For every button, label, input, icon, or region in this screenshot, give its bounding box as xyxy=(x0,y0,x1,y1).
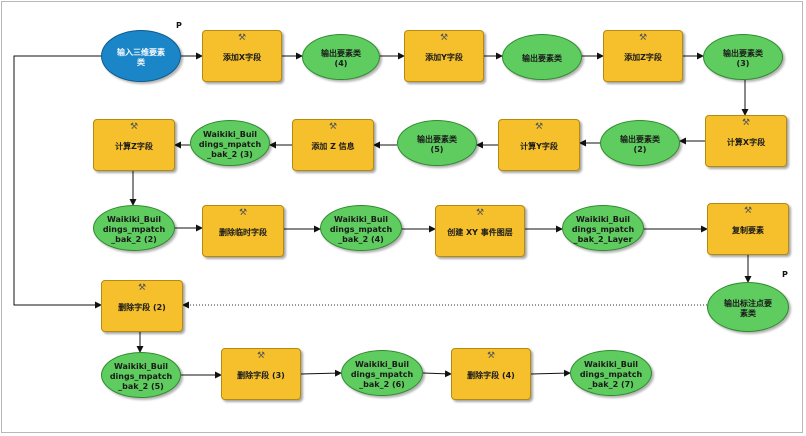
tool-copy-features[interactable]: ⚒ 复制要素 xyxy=(707,203,789,255)
param-marker-input: P xyxy=(176,21,182,30)
data-waikiki-bak2-7[interactable]: Waikiki_Buil dings_mpatch _bak_2 (7) xyxy=(570,350,652,396)
data-waikiki-bak2-4[interactable]: Waikiki_Buil dings_mpatch _bak_2 (4) xyxy=(320,205,402,251)
data-output-features-2[interactable]: 输出要素类 (2) xyxy=(600,120,680,166)
node-label: 删除字段 (3) xyxy=(237,371,285,380)
tool-delete-field-2[interactable]: ⚒ 删除字段 (2) xyxy=(101,280,183,332)
node-label: 计算Y字段 xyxy=(520,142,558,151)
tool-delete-field-4[interactable]: ⚒ 删除字段 (4) xyxy=(451,348,531,400)
data-waikiki-bak2-2[interactable]: Waikiki_Buil dings_mpatch _bak_2 (2) xyxy=(93,205,175,251)
connector-arrow xyxy=(422,370,452,378)
data-output-features-4[interactable]: 输出要素类 (4) xyxy=(302,34,380,80)
hammer-icon: ⚒ xyxy=(744,206,753,216)
tool-add-x-field[interactable]: ⚒ 添加X字段 xyxy=(202,30,282,82)
hammer-icon: ⚒ xyxy=(257,351,266,361)
tool-make-xy-event-layer[interactable]: ⚒ 创建 XY 事件图层 xyxy=(435,205,525,257)
data-waikiki-bak2-layer[interactable]: Waikiki_Buil dings_mpatch _bak_2_Layer xyxy=(562,205,644,251)
tool-delete-field-3[interactable]: ⚒ 删除字段 (3) xyxy=(221,348,301,400)
node-label: 输出要素类 (3) xyxy=(723,49,763,68)
tool-calc-y-field[interactable]: ⚒ 计算Y字段 xyxy=(498,119,580,171)
hammer-icon: ⚒ xyxy=(476,208,485,218)
hammer-icon: ⚒ xyxy=(138,283,147,293)
node-label: 创建 XY 事件图层 xyxy=(447,228,513,237)
data-output-features-5[interactable]: 输出要素类 (5) xyxy=(397,120,477,166)
node-label: 输出要素类 (5) xyxy=(417,135,457,154)
node-label: 计算X字段 xyxy=(726,138,766,147)
node-label: 复制要素 xyxy=(732,226,764,235)
tool-add-z-field[interactable]: ⚒ 添加Z字段 xyxy=(603,30,683,82)
node-label: 添加Y字段 xyxy=(425,53,463,62)
connector-arrow xyxy=(13,55,102,309)
node-label: 输入三维要素 类 xyxy=(117,48,165,67)
node-label: 添加 Z 信息 xyxy=(311,142,355,151)
connector-arrow xyxy=(300,369,342,377)
tool-add-y-field[interactable]: ⚒ 添加Y字段 xyxy=(404,30,484,82)
node-label: 输出标注点要 素类 xyxy=(724,299,772,318)
tool-calc-z-field[interactable]: ⚒ 计算Z字段 xyxy=(93,119,175,171)
data-waikiki-bak2-5[interactable]: Waikiki_Buil dings_mpatch _bak_2 (5) xyxy=(101,352,181,398)
hammer-icon: ⚒ xyxy=(130,122,139,132)
param-marker-output: P xyxy=(782,270,788,279)
node-label: 删除字段 (4) xyxy=(467,371,515,380)
node-label: Waikiki_Buil dings_mpatch _bak_2 (7) xyxy=(579,360,643,389)
hammer-icon: ⚒ xyxy=(329,122,338,132)
tool-add-z-info[interactable]: ⚒ 添加 Z 信息 xyxy=(292,119,374,171)
hammer-icon: ⚒ xyxy=(487,351,496,361)
hammer-icon: ⚒ xyxy=(440,33,449,43)
hammer-icon: ⚒ xyxy=(742,118,751,128)
node-label: 计算Z字段 xyxy=(115,142,153,151)
data-output-features-3[interactable]: 输出要素类 (3) xyxy=(703,34,783,80)
node-label: Waikiki_Buil dings_mpatch _bak_2 (3) xyxy=(198,130,262,159)
node-label: 输出要素类 xyxy=(522,54,562,63)
node-label: Waikiki_Buil dings_mpatch _bak_2 (5) xyxy=(109,362,173,391)
hammer-icon: ⚒ xyxy=(238,33,247,43)
node-label: 添加X字段 xyxy=(222,53,262,62)
node-label: Waikiki_Buil dings_mpatch _bak_2 (6) xyxy=(350,360,414,389)
data-output-features[interactable]: 输出要素类 xyxy=(502,34,582,80)
tool-calc-x-field[interactable]: ⚒ 计算X字段 xyxy=(705,115,787,167)
hammer-icon: ⚒ xyxy=(639,33,648,43)
node-label: 添加Z字段 xyxy=(624,53,662,62)
data-output-label-points[interactable]: 输出标注点要 素类 xyxy=(707,282,789,332)
node-label: Waikiki_Buil dings_mpatch _bak_2 (2) xyxy=(102,215,166,244)
input-node-3d-features[interactable]: 输入三维要素 类 xyxy=(101,30,181,82)
node-label: 输出要素类 (2) xyxy=(620,135,660,154)
data-waikiki-bak2-3[interactable]: Waikiki_Buil dings_mpatch _bak_2 (3) xyxy=(190,120,270,166)
hammer-icon: ⚒ xyxy=(239,208,248,218)
node-label: Waikiki_Buil dings_mpatch _bak_2_Layer xyxy=(571,215,635,244)
node-label: 输出要素类 (4) xyxy=(321,49,361,68)
hammer-icon: ⚒ xyxy=(535,122,544,132)
node-label: 删除临时字段 xyxy=(219,228,267,237)
tool-delete-temp-field[interactable]: ⚒ 删除临时字段 xyxy=(202,205,284,257)
connector-arrow xyxy=(530,369,571,377)
node-label: Waikiki_Buil dings_mpatch _bak_2 (4) xyxy=(329,215,393,244)
data-waikiki-bak2-6[interactable]: Waikiki_Buil dings_mpatch _bak_2 (6) xyxy=(341,350,423,396)
node-label: 删除字段 (2) xyxy=(118,303,166,312)
